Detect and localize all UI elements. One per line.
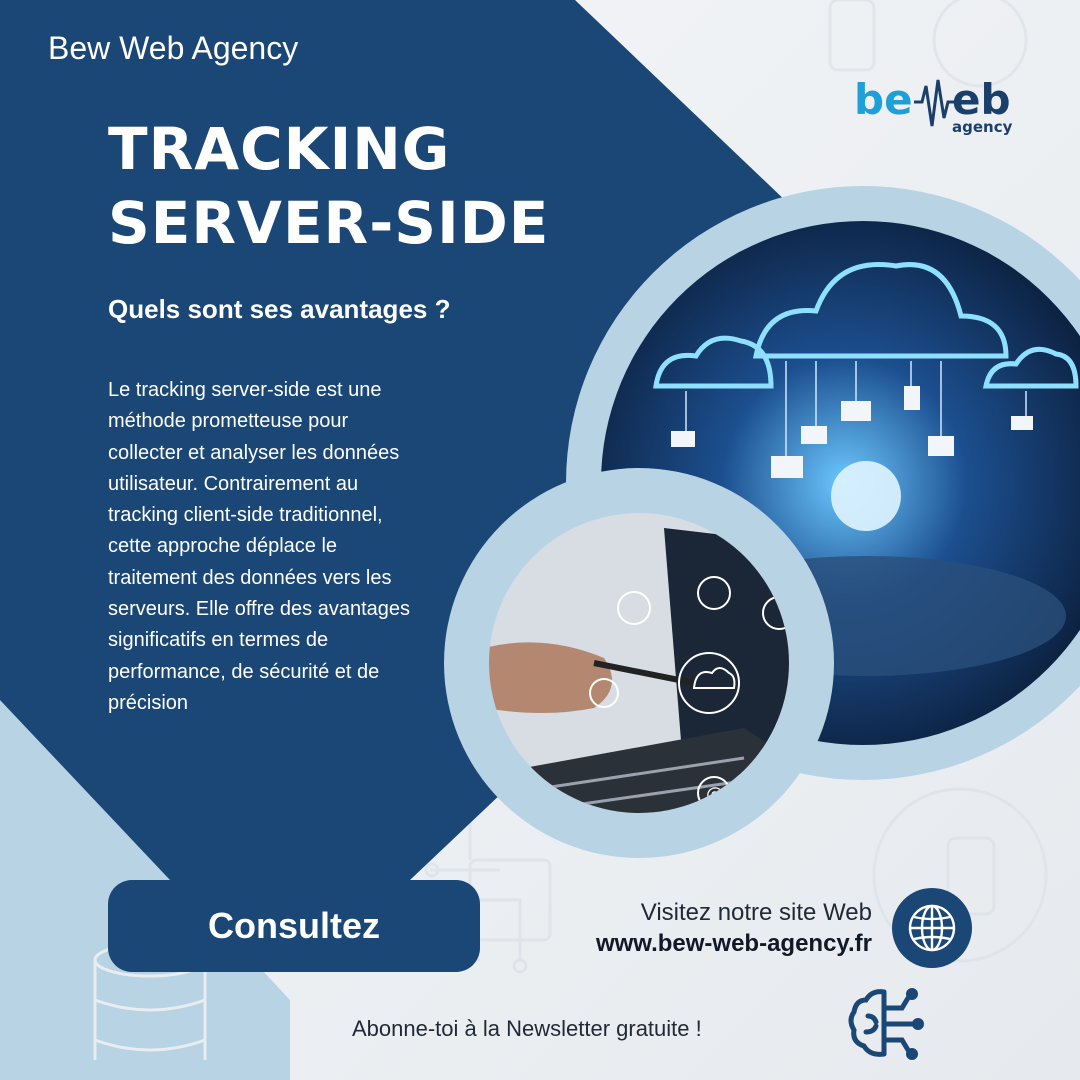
title-line-2: SERVER-SIDE	[108, 189, 550, 257]
brain-circuit-icon	[848, 988, 924, 1060]
agency-logo: be eb agency	[852, 74, 1022, 144]
svg-text:eb: eb	[952, 75, 1011, 124]
globe-icon	[908, 904, 956, 952]
logo-mark: be eb	[854, 75, 1011, 127]
logo-subtext: agency	[952, 118, 1013, 136]
page-title: TRACKING SERVER-SIDE	[108, 112, 549, 260]
website-url-link[interactable]: www.bew-web-agency.fr	[595, 930, 872, 957]
visit-website-label: Visitez notre site Web	[640, 899, 872, 926]
consultez-button-label: Consultez	[207, 905, 380, 946]
newsletter-text: Abonne-toi à la Newsletter gratuite !	[352, 1016, 702, 1041]
body-paragraph: Le tracking server-side est une méthode …	[108, 379, 411, 714]
agency-name: Bew Web Agency	[48, 30, 299, 66]
consultez-button[interactable]: Consultez	[108, 880, 480, 972]
subtitle: Quels sont ses avantages ?	[108, 294, 451, 324]
title-line-1: TRACKING	[108, 115, 451, 183]
laptop-network-photo: @	[444, 468, 834, 858]
globe-button[interactable]	[892, 888, 972, 968]
svg-text:be: be	[854, 75, 913, 124]
